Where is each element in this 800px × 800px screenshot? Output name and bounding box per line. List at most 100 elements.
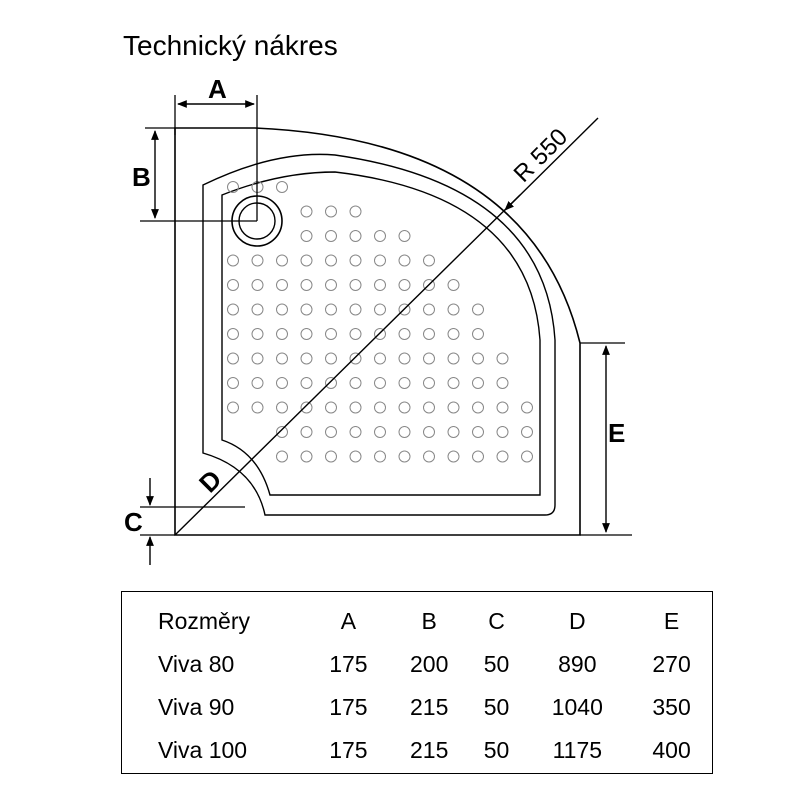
- anti-slip-dot: [325, 303, 337, 316]
- label-d: D: [193, 464, 227, 498]
- table-cell: 400: [652, 737, 691, 763]
- anti-slip-dot: [472, 352, 484, 365]
- table-cell: 890: [558, 651, 597, 677]
- anti-slip-dot: [300, 254, 313, 267]
- anti-slip-dot: [325, 279, 337, 291]
- table-cell: 350: [652, 694, 691, 720]
- anti-slip-dot: [300, 279, 313, 291]
- anti-slip-dot: [521, 426, 533, 438]
- anti-slip-dot: [398, 377, 411, 389]
- anti-slip-dot: [472, 401, 484, 414]
- anti-slip-dot: [349, 426, 362, 438]
- table-cell: 1175: [552, 737, 603, 763]
- anti-slip-dot: [374, 254, 386, 267]
- label-b: B: [132, 162, 151, 192]
- anti-slip-dot: [349, 205, 362, 218]
- anti-slip-dot: [276, 450, 288, 463]
- header-cell: A: [340, 608, 357, 634]
- anti-slip-dot: [398, 303, 411, 316]
- table-cell: 215: [409, 694, 449, 720]
- anti-slip-dot: [496, 377, 509, 389]
- anti-slip-dot: [472, 303, 484, 316]
- anti-slip-dot: [251, 401, 264, 414]
- anti-slip-dot: [227, 254, 239, 267]
- table-cell: 175: [329, 651, 368, 677]
- shower-tray-drawing: A B C D E R 550: [124, 74, 632, 565]
- table-row: Viva 80 175 200 50 890 270: [122, 643, 712, 686]
- anti-slip-dot: [251, 279, 264, 291]
- anti-slip-dot: [349, 377, 362, 389]
- tray-basin: [221, 171, 541, 496]
- tray-inner-rim: [202, 153, 556, 516]
- anti-slip-dot: [398, 254, 411, 267]
- anti-slip-dot: [325, 426, 337, 438]
- diagonal-d-line: [174, 194, 521, 536]
- anti-slip-dot: [349, 303, 362, 316]
- model-name: Viva 100: [158, 737, 248, 763]
- anti-slip-dot: [349, 450, 362, 463]
- anti-slip-dot: [398, 352, 411, 365]
- anti-slip-dot: [447, 279, 460, 291]
- anti-slip-dot: [227, 303, 239, 316]
- anti-slip-dot: [423, 279, 435, 291]
- anti-slip-dot: [227, 352, 239, 365]
- anti-slip-dot: [423, 303, 435, 316]
- anti-slip-dot: [398, 450, 411, 463]
- anti-slip-dot: [496, 426, 509, 438]
- anti-slip-dot: [423, 401, 435, 414]
- label-r550: R 550: [509, 123, 573, 187]
- anti-slip-dot: [325, 401, 337, 414]
- anti-slip-dot: [349, 401, 362, 414]
- anti-slip-dot: [472, 328, 484, 340]
- anti-slip-dot: [251, 254, 264, 267]
- table-cell: 50: [483, 737, 510, 763]
- anti-slip-dot: [472, 377, 484, 389]
- anti-slip-dot: [398, 401, 411, 414]
- anti-slip-dot: [472, 426, 484, 438]
- header-cell: Rozměry: [158, 608, 251, 634]
- anti-slip-dot: [300, 401, 313, 414]
- anti-slip-dot: [227, 401, 239, 414]
- table-header-row: Rozměry A B C D E: [122, 600, 712, 643]
- anti-slip-dot: [325, 230, 337, 242]
- anti-slip-dot: [374, 303, 386, 316]
- anti-slip-dot: [374, 352, 386, 365]
- anti-slip-dot: [276, 303, 288, 316]
- anti-slip-dot: [325, 328, 337, 340]
- model-name: Viva 80: [158, 651, 235, 677]
- anti-slip-dot: [300, 303, 313, 316]
- anti-slip-dot: [276, 426, 288, 438]
- anti-slip-dot: [423, 450, 435, 463]
- anti-slip-dot: [374, 279, 386, 291]
- table-cell: 200: [409, 651, 449, 677]
- anti-slip-dot: [300, 426, 313, 438]
- anti-slip-dot: [251, 328, 264, 340]
- anti-slip-dot: [300, 328, 313, 340]
- table-row: Viva 100 175 215 50 1175 400: [122, 729, 712, 772]
- anti-slip-dot: [251, 303, 264, 316]
- anti-slip-dot: [521, 450, 533, 463]
- anti-slip-dot: [496, 352, 509, 365]
- label-e: E: [608, 418, 625, 448]
- anti-slip-dot: [374, 450, 386, 463]
- anti-slip-dot: [447, 352, 460, 365]
- anti-slip-dot: [251, 352, 264, 365]
- anti-slip-dot: [496, 450, 509, 463]
- anti-slip-dot: [300, 352, 313, 365]
- header-cell: C: [488, 608, 505, 634]
- table-cell: 50: [483, 694, 510, 720]
- anti-slip-dot: [325, 377, 337, 389]
- anti-slip-dot: [276, 279, 288, 291]
- anti-slip-dot: [349, 254, 362, 267]
- anti-slip-dot: [300, 205, 313, 218]
- header-cell: B: [421, 608, 437, 634]
- anti-slip-dot: [423, 328, 435, 340]
- anti-slip-dot: [349, 279, 362, 291]
- dimensions-table: Rozměry A B C D E Viva 80 175 200 50 890…: [121, 591, 713, 774]
- anti-slip-dot: [423, 426, 435, 438]
- anti-slip-dot: [472, 450, 484, 463]
- radius-dim-line: [504, 117, 599, 211]
- label-a: A: [208, 74, 227, 104]
- anti-slip-dot: [374, 377, 386, 389]
- anti-slip-dot: [374, 328, 386, 340]
